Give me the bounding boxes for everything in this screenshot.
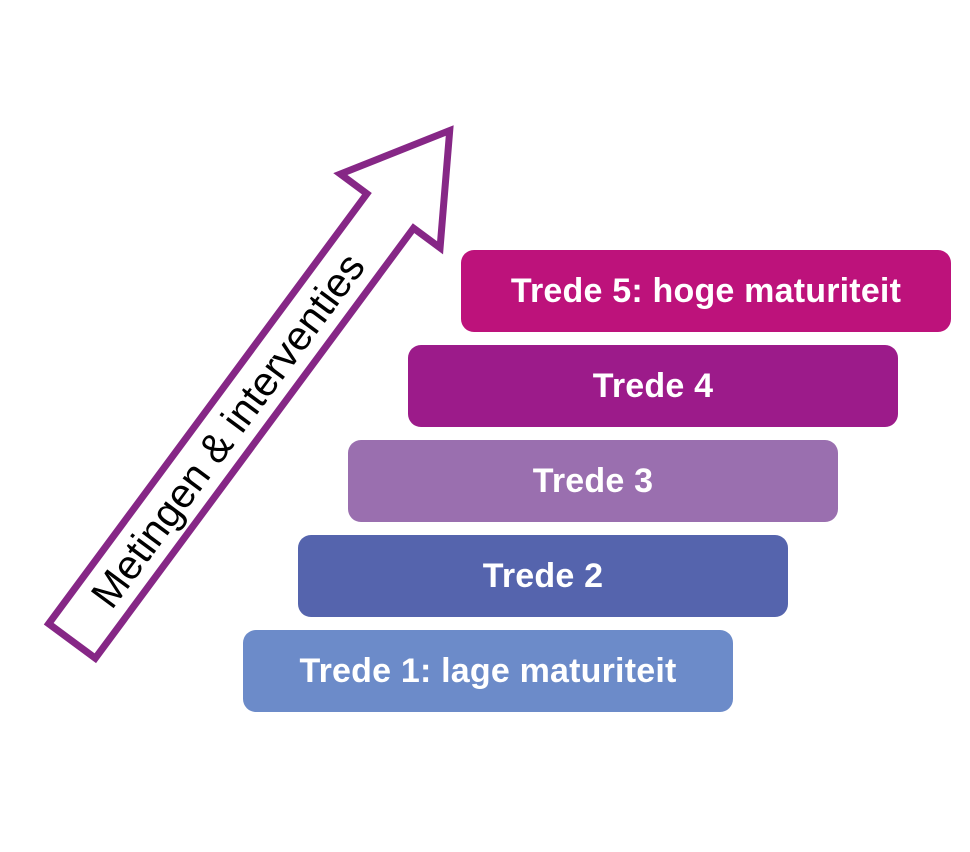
step-trede-1-label: Trede 1: lage maturiteit xyxy=(299,651,677,690)
arrow-outline-shape xyxy=(43,125,454,664)
step-trede-2: Trede 2 xyxy=(298,535,788,617)
step-trede-2-label: Trede 2 xyxy=(482,556,604,595)
step-trede-3-label: Trede 3 xyxy=(532,461,654,500)
step-trede-5-label: Trede 5: hoge maturiteit xyxy=(510,271,902,310)
step-trede-3: Trede 3 xyxy=(348,440,838,522)
step-trede-1: Trede 1: lage maturiteit xyxy=(243,630,733,712)
step-trede-4: Trede 4 xyxy=(408,345,898,427)
step-trede-5: Trede 5: hoge maturiteit xyxy=(461,250,951,332)
step-trede-4-label: Trede 4 xyxy=(592,366,714,405)
